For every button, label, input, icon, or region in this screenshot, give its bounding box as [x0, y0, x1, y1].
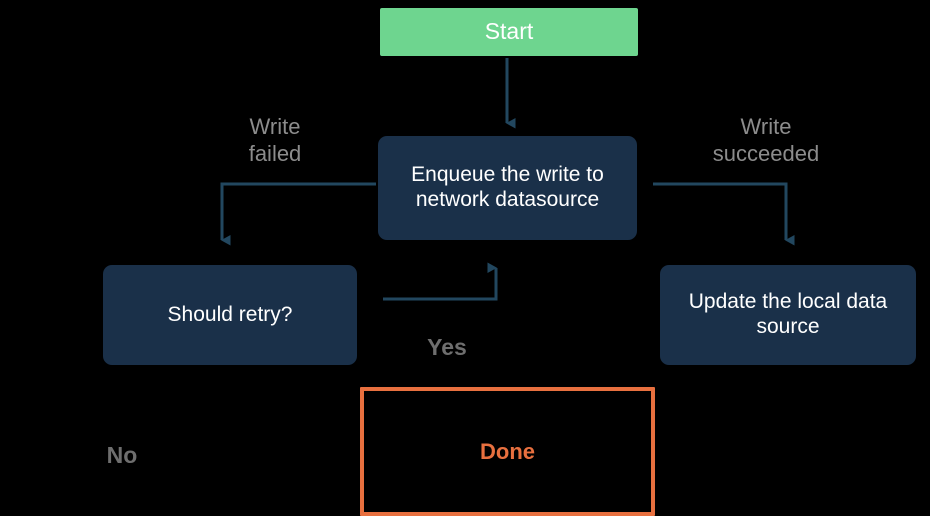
node-update-local-datasource-label: Update the local data source	[688, 290, 888, 338]
node-done[interactable]: Done	[360, 387, 655, 516]
node-enqueue-write-label: Enqueue the write to network datasource	[411, 163, 604, 211]
node-should-retry-label: Should retry?	[167, 302, 293, 326]
edge-label-no: No	[106, 442, 138, 468]
node-enqueue-write[interactable]: Enqueue the write to network datasource	[378, 136, 637, 240]
node-should-retry[interactable]: Should retry?	[103, 265, 357, 365]
edge-label-write-succeeded: Write succeeded	[712, 114, 820, 166]
node-update-local-datasource[interactable]: Update the local data source	[660, 265, 916, 365]
node-done-label: Done	[480, 438, 535, 464]
edge-label-write-failed: Write failed	[248, 114, 302, 166]
node-start-label: Start	[484, 18, 534, 45]
edge-enqueue-to-should-retry	[220, 182, 376, 246]
edge-should-retry-to-enqueue	[383, 262, 498, 301]
edge-enqueue-to-update-local	[653, 182, 795, 246]
node-start[interactable]: Start	[380, 8, 638, 56]
edge-label-yes: Yes	[427, 334, 467, 360]
